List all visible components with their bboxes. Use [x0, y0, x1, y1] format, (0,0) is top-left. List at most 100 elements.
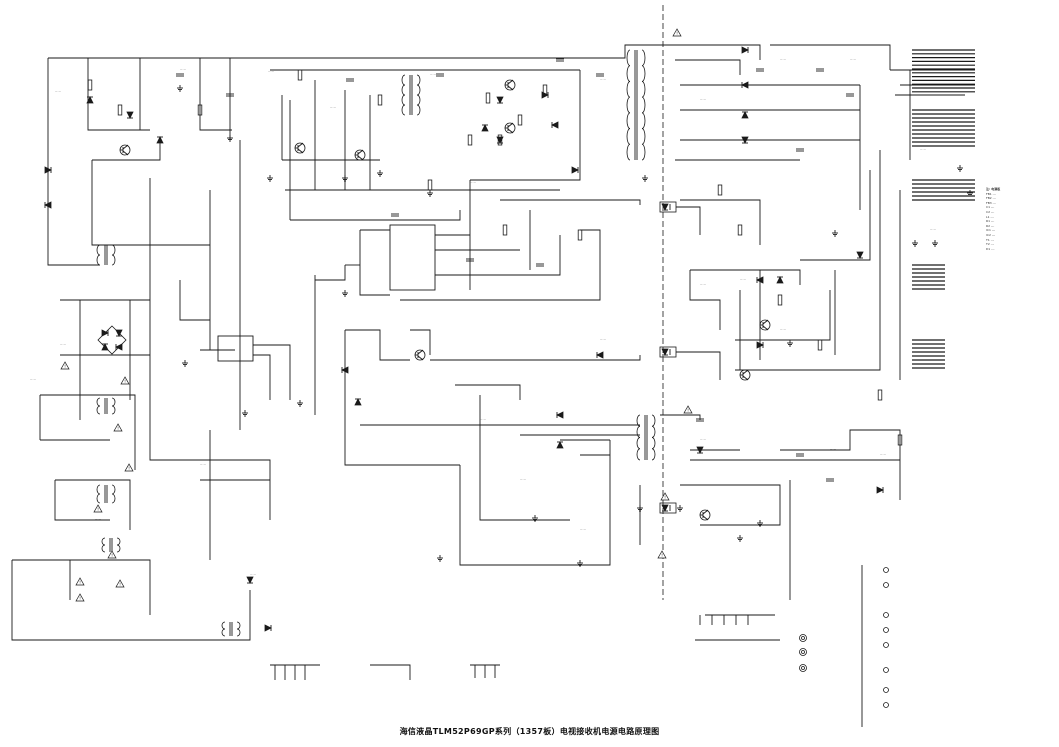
transformer-coil: [636, 414, 641, 427]
notes-legend: 注: 电源板 FB1 ---FB2 ---FB3 ---C1 ---C2 ---…: [986, 187, 1056, 251]
transformer-coil: [651, 437, 656, 450]
resistor: [517, 114, 523, 126]
legend-line: T1 ---: [986, 237, 994, 242]
transformer-coil: [641, 49, 646, 67]
transformer-coil: [111, 484, 116, 495]
legend-line: FB1 ---: [986, 191, 996, 196]
warning-mark: !: [661, 553, 663, 558]
wire: [660, 414, 701, 420]
warning-icon: [657, 550, 667, 559]
diode: [876, 486, 884, 494]
connector-pin: [883, 702, 889, 708]
warning-mark: !: [79, 596, 81, 601]
component-label: — —: [920, 148, 926, 151]
transformer-coil: [626, 112, 631, 129]
wire: [680, 484, 781, 526]
wire: [400, 229, 601, 301]
warning-mark: !: [676, 31, 678, 36]
connector-jack-inner: [801, 636, 805, 640]
diode: [86, 96, 94, 104]
diode: [856, 251, 864, 259]
wire: [209, 190, 235, 351]
wire: [47, 58, 100, 266]
diode: [541, 91, 549, 99]
diode: [661, 203, 669, 211]
transformer-coil: [111, 493, 116, 504]
wire: [500, 199, 641, 205]
transformer-coil: [96, 254, 101, 266]
transformer-coil: [626, 96, 631, 114]
legend-line: IC2 ---: [986, 232, 996, 237]
transformer-coil: [626, 128, 631, 145]
warning-mark: !: [117, 426, 119, 431]
legend-line: D1 ---: [986, 246, 995, 251]
wire: [91, 160, 210, 246]
diode: [341, 366, 349, 374]
diode: [776, 276, 784, 284]
wire: [199, 58, 232, 131]
wire: [675, 59, 741, 75]
wire: [179, 280, 210, 321]
transformer-coil: [236, 628, 241, 637]
wire: [11, 560, 251, 641]
transformer-coil: [626, 143, 631, 161]
transformer-coil: [116, 544, 121, 553]
connector-jack: [799, 648, 807, 656]
diode: [556, 411, 564, 419]
resistor: [717, 184, 723, 196]
component-label: — —: [930, 228, 936, 231]
connector-jack-inner: [801, 666, 805, 670]
wire: [780, 429, 901, 500]
resistor: [502, 224, 508, 236]
warning-icon: [107, 550, 117, 559]
warning-mark: !: [111, 553, 113, 558]
transformer-coil: [221, 621, 226, 630]
wire: [54, 480, 110, 521]
wire: [689, 270, 721, 330]
transformer-coil: [96, 397, 101, 407]
component-labels: — —— —— —— —— —— —— —— —— —— —— —— —— ——…: [30, 58, 936, 576]
warning-icon: [124, 463, 134, 472]
warning-icon: [113, 423, 123, 432]
connector-pin: [883, 667, 889, 673]
transformer-coil: [111, 397, 116, 407]
legend-line: T2 ---: [986, 242, 994, 247]
transformer-coil: [401, 84, 406, 96]
wire: [470, 70, 581, 181]
warning-mark: !: [79, 580, 81, 585]
warning-icon: [683, 405, 693, 414]
transformer-coil: [416, 84, 421, 96]
diode: [246, 576, 254, 584]
transformer-coil: [651, 448, 656, 461]
component-label: — —: [700, 438, 706, 441]
transformer-coil: [626, 81, 631, 98]
connector-jack-inner: [801, 650, 805, 654]
wire: [345, 329, 410, 361]
resistor: [117, 104, 123, 116]
legend-line: R1 ---: [986, 219, 995, 224]
connector-jack: [799, 664, 807, 672]
transformer-coil: [641, 81, 646, 98]
transistor: [294, 142, 306, 154]
wire: [40, 394, 136, 470]
transistor: [504, 122, 516, 134]
warning-mark: !: [124, 379, 126, 384]
connector-pin: [883, 582, 889, 588]
transformer-coil: [641, 112, 646, 129]
transformer-coil: [416, 94, 421, 106]
wire: [253, 344, 291, 400]
diode: [696, 446, 704, 454]
transformer-coil: [401, 94, 406, 106]
transformer-coil: [636, 425, 641, 438]
warning-mark: !: [664, 495, 666, 500]
resistor: [777, 294, 783, 306]
component-label: — —: [780, 58, 786, 61]
transistor: [414, 349, 426, 361]
diode: [115, 343, 123, 351]
diode: [661, 504, 669, 512]
legend-line: C1 ---: [986, 205, 995, 210]
wire: [344, 330, 460, 466]
resistor: [197, 104, 203, 116]
warning-icon: [660, 492, 670, 501]
transformer-coil: [636, 448, 641, 461]
